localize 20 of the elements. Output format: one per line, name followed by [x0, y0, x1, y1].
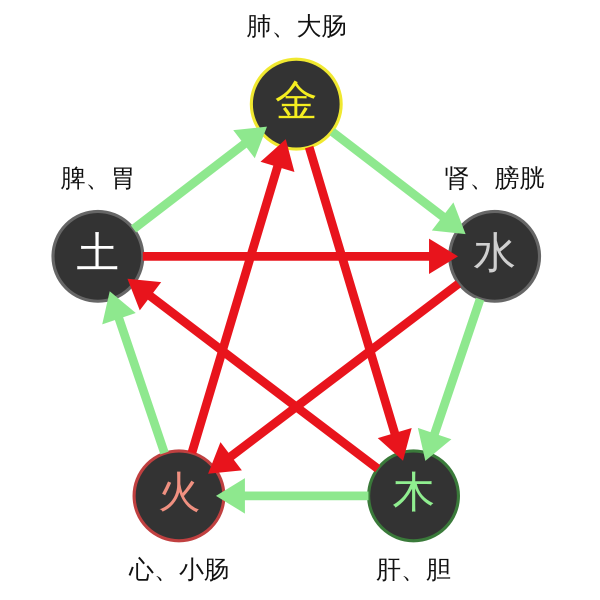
- arrow: [188, 139, 294, 454]
- arrow: [304, 146, 412, 461]
- node-circle: 火: [132, 449, 226, 542]
- node-label: 心、小肠: [128, 555, 229, 584]
- node-circle: 土: [51, 210, 144, 303]
- node-circle: 木: [367, 449, 460, 542]
- arrow: [208, 280, 462, 474]
- node-label: 肺、大肠: [246, 11, 346, 40]
- arrow: [102, 291, 169, 454]
- arrow: [127, 278, 380, 472]
- node-label: 脾、胃: [60, 163, 136, 192]
- arrow: [216, 478, 368, 514]
- node-label: 肾、膀胱: [444, 163, 545, 192]
- arrow: [130, 126, 267, 232]
- node-label: 肝、胆: [376, 555, 452, 584]
- node-circle: 金: [250, 58, 343, 151]
- arrow: [142, 238, 458, 274]
- arrow: [330, 128, 466, 234]
- node-circle: 水: [448, 210, 542, 303]
- arrow: [418, 298, 484, 461]
